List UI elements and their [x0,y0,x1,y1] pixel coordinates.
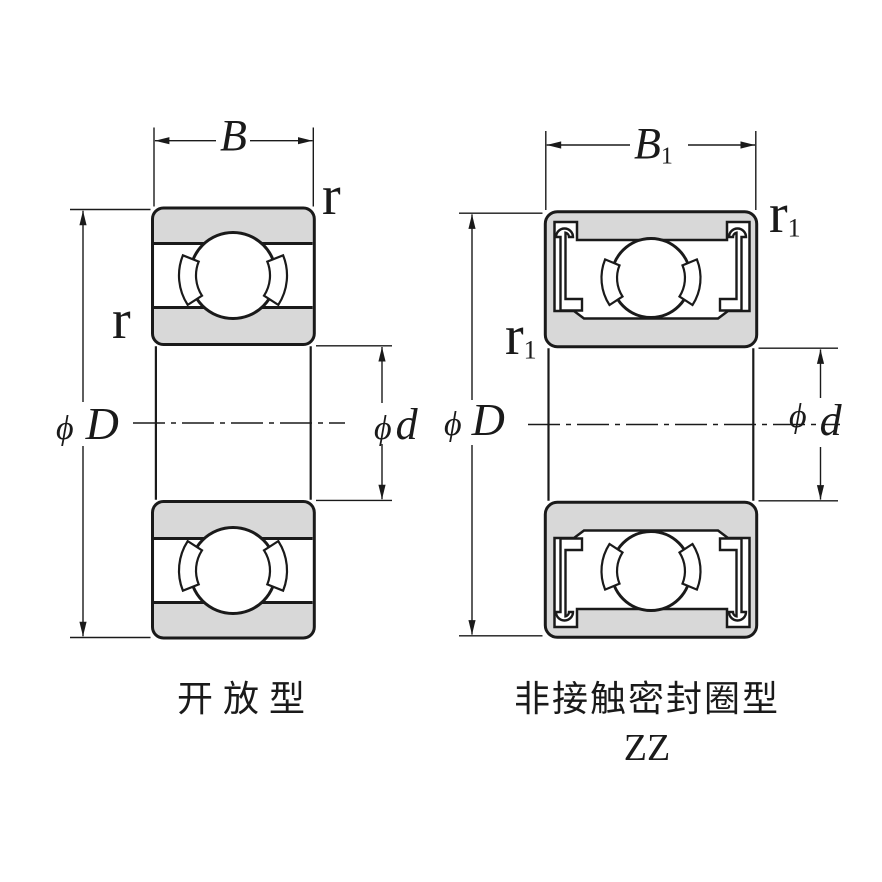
phi-symbol: ϕ [374,410,392,447]
cage-claw [262,253,289,307]
sealed-bearing-top-section [543,210,759,349]
cage-claw [600,257,625,307]
cage-claw [677,257,702,307]
phi-symbol: ϕ [56,410,74,447]
phi-symbol: ϕ [444,406,462,443]
cage-claw [177,253,204,307]
sealed-bearing-drawing [459,131,840,639]
dim-letter-D: D [85,398,119,449]
caption-open-type: 开放型 [176,679,315,719]
ball [188,231,278,320]
open-bearing-top-section [151,206,316,346]
open-bearing-drawing [70,127,392,640]
dim-label-B1: B1 [634,119,673,170]
dim-label-B: B [220,111,247,160]
dim-letter-D: D [471,394,505,445]
subscript-1: 1 [787,213,801,243]
ball [610,237,692,319]
dim-label-r-top: r [322,165,341,227]
dim-label-r1-top: r1 [769,186,801,242]
dim-label-r1-side: r1 [505,308,537,364]
dim-label-r-side: r [112,289,131,351]
caption-zz-code: ZZ [623,727,671,769]
dim-letter-r1: r [769,183,788,245]
subscript-1: 1 [660,143,673,170]
dim-letter-B1: B [634,119,661,168]
dim-label-phi-d: ϕd [374,403,418,447]
subscript-1: 1 [523,335,537,365]
dim-letter-d: d [819,396,842,445]
dim-letter-r1: r [505,305,524,367]
phi-symbol: ϕ [789,398,807,435]
shield-cross-section [718,227,748,312]
dim-letter-d: d [395,400,418,449]
caption-sealed-type: 非接触密封圈型 [513,679,780,719]
shield-cross-section [554,227,584,312]
